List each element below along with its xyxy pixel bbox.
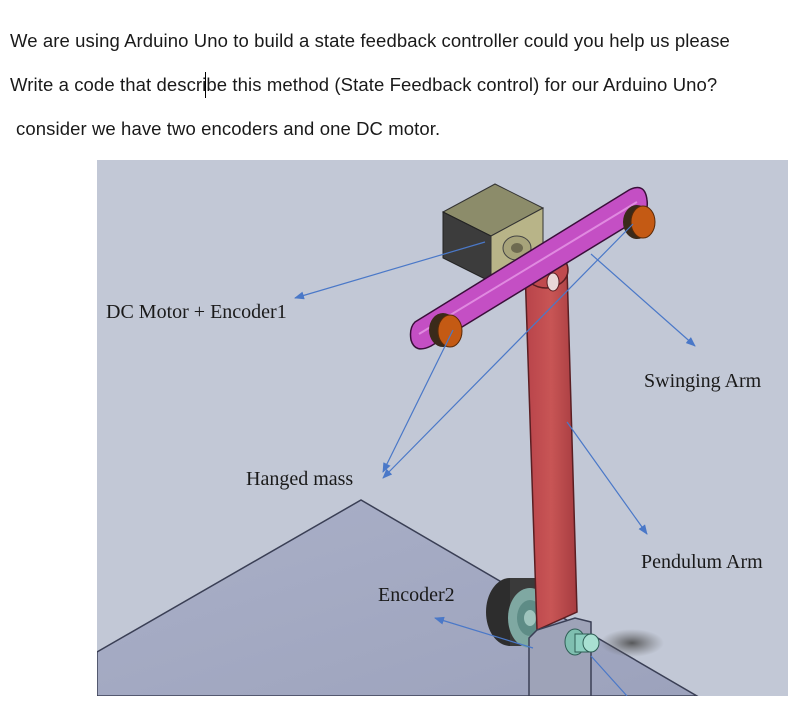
label-swinging-arm: Swinging Arm [644,370,762,392]
question-line-3: consider we have two encoders and one DC… [16,118,441,139]
label-encoder2: Encoder2 [378,584,455,606]
arrow-motor [294,241,486,300]
support-shadow [600,629,664,657]
cad-drawing [97,160,788,696]
label-hanged-mass: Hanged mass [246,468,354,490]
hanged-mass-left [429,313,463,348]
arrow-encoder2 [434,616,534,649]
arrow-pendulum-arm [566,421,648,535]
text-cursor [205,72,206,98]
arrow-hanged-mass-left [382,329,454,473]
arrow-hanged-mass-right [382,223,634,479]
arrow-support [590,655,628,696]
dc-motor [441,183,545,283]
support-bracket [528,617,600,696]
hanged-mass-right [623,205,656,239]
label-pendulum-arm: Pendulum Arm [641,551,763,573]
pendulum-cad-figure: DC Motor + Encoder1 Swinging Arm Hanged … [97,160,788,696]
arrow-swinging-arm [590,253,696,347]
question-line-2: Write a code that describe this method (… [10,74,718,95]
question-line-1: We are using Arduino Uno to build a stat… [10,30,730,51]
leader-arrows [294,223,696,696]
label-dc-motor-encoder1: DC Motor + Encoder1 [106,301,287,323]
